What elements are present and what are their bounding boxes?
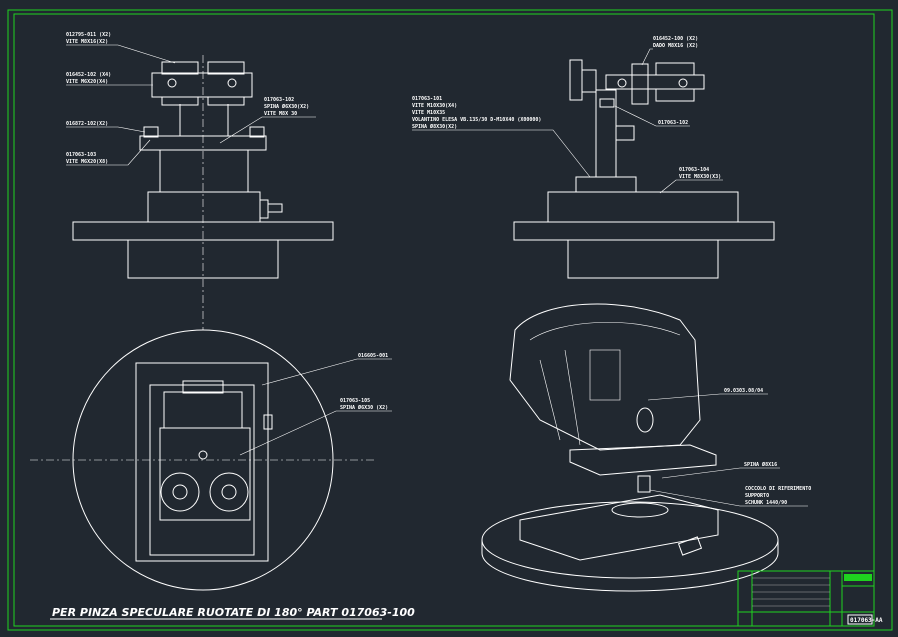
part-label: VITE M10X30(X4) [412, 103, 457, 109]
part-label: VITE M8X16(X2) [66, 39, 108, 45]
part-label: VOLANTINO ELESA VB.135/30 D-M10X40 (X000… [412, 117, 541, 123]
part-label: 017063-103 [66, 152, 96, 158]
part-label: 09.0303.08/04 [724, 388, 763, 394]
part-label: 017063-102 [264, 97, 294, 103]
part-label: SCHUNK 1440/90 [745, 500, 787, 506]
part-label: 016872-102(X2) [66, 121, 108, 127]
part-label: VITE M6X20(X4) [66, 79, 108, 85]
part-label: SPINA Ø8X30(X2) [412, 123, 457, 130]
front-view [72, 55, 334, 330]
side-view [513, 59, 775, 279]
part-label: DADO M8X16 (X2) [653, 43, 698, 49]
part-label: VITE M10X35 [412, 110, 445, 116]
company-logo [844, 574, 872, 581]
part-label: 017063-101 [412, 96, 442, 102]
part-label: SPINA Ø8X16 [744, 461, 777, 468]
part-label: 016605-001 [358, 353, 388, 359]
isometric-view [481, 303, 779, 592]
part-label: VITE M8X 30 [264, 111, 297, 117]
part-label: SPINA Ø6X30(X2) [264, 103, 309, 110]
front-view-labels: 012795-011 (X2) VITE M8X16(X2) 016452-10… [66, 32, 316, 166]
title-block: 017063-AA [737, 570, 883, 627]
isometric-view-labels: 09.0303.08/04 SPINA Ø8X16 COCCOLO DI RIF… [647, 388, 811, 507]
part-label: 017063-104 [679, 167, 709, 173]
part-label: VITE M8X30(X3) [679, 174, 721, 180]
part-label: 016452-100 (X2) [653, 36, 698, 42]
part-label: 016452-102 (X4) [66, 72, 111, 78]
part-label: SUPPORTO [745, 493, 769, 499]
part-label: 012795-011 (X2) [66, 32, 111, 38]
part-label: VITE M6X20(X8) [66, 159, 108, 165]
sheet-frame [7, 9, 893, 631]
part-label: 017063-102 [658, 120, 688, 126]
drawing-title: PER PINZA SPECULARE RUOTATE DI 180° PART… [52, 606, 415, 619]
part-label: 017063-105 [340, 398, 370, 404]
part-label: SPINA Ø6X30 (X2) [340, 404, 388, 411]
drawing-number: 017063-AA [850, 617, 883, 624]
top-view-labels: 016605-001 017063-105 SPINA Ø6X30 (X2) [239, 353, 392, 456]
top-view [30, 329, 375, 591]
side-view-labels: 016452-100 (X2) DADO M8X16 (X2) 017063-1… [412, 36, 723, 194]
part-label: COCCOLO DI RIFERIMENTO [745, 486, 811, 492]
